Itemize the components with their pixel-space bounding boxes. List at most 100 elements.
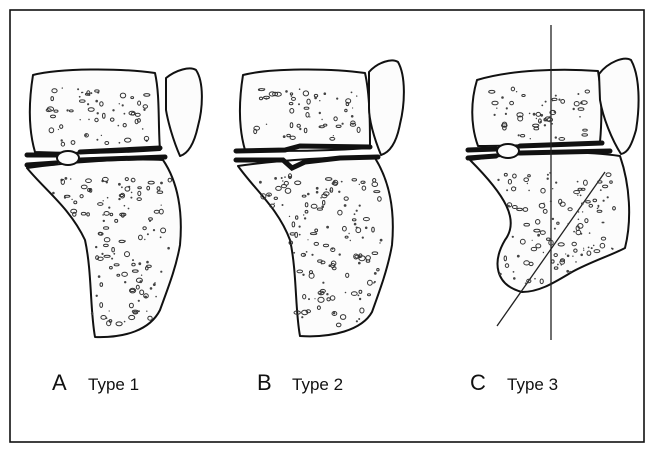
bone-speck bbox=[549, 116, 551, 118]
bone-speck bbox=[58, 129, 59, 130]
bone-speck bbox=[350, 240, 351, 241]
bone-speck bbox=[551, 123, 553, 125]
bone-speck bbox=[506, 107, 508, 109]
bone-speck bbox=[146, 261, 149, 264]
bone-speck bbox=[543, 203, 544, 204]
bone-speck bbox=[142, 128, 144, 130]
bone-speck bbox=[147, 233, 149, 235]
bone-speck bbox=[611, 248, 613, 250]
panel-a-metaphysis bbox=[27, 159, 181, 337]
bone-speck bbox=[284, 176, 286, 178]
bone-speck bbox=[578, 219, 580, 221]
bone-speck bbox=[580, 254, 583, 257]
bone-speck bbox=[499, 273, 502, 276]
bone-speck bbox=[547, 174, 549, 176]
bone-speck bbox=[354, 223, 357, 226]
bone-speck bbox=[356, 210, 358, 212]
bone-speck bbox=[298, 103, 300, 105]
bone-speck bbox=[324, 92, 327, 95]
bone-speck bbox=[289, 216, 290, 217]
bone-speck bbox=[333, 135, 334, 136]
bone-speck bbox=[362, 237, 364, 239]
bone-speck bbox=[549, 172, 551, 174]
bone-speck bbox=[561, 264, 563, 266]
bone-speck bbox=[534, 278, 536, 280]
bone-speck bbox=[575, 261, 577, 263]
bone-speck bbox=[339, 253, 341, 255]
bone-speck bbox=[138, 300, 140, 302]
bone-speck bbox=[299, 88, 301, 90]
bone-speck bbox=[307, 193, 310, 196]
bone-speck bbox=[125, 240, 126, 241]
bone-speck bbox=[497, 179, 499, 181]
bone-speck bbox=[303, 254, 305, 256]
bone-speck bbox=[160, 271, 162, 273]
caption-c-letter: C bbox=[470, 370, 486, 395]
bone-speck bbox=[306, 251, 308, 253]
bone-speck bbox=[299, 226, 301, 228]
bone-speck bbox=[505, 113, 507, 115]
bone-speck bbox=[124, 113, 126, 115]
caption-c: C Type 3 bbox=[470, 370, 558, 395]
bone-speck bbox=[536, 118, 537, 119]
bone-speck bbox=[554, 228, 556, 230]
bone-speck bbox=[558, 99, 560, 101]
bone-speck bbox=[291, 95, 293, 97]
bone-speck bbox=[322, 282, 324, 284]
bone-speck bbox=[282, 180, 283, 181]
bone-speck bbox=[95, 100, 98, 103]
bone-speck bbox=[555, 136, 557, 138]
bone-speck bbox=[319, 100, 320, 101]
bone-speck bbox=[333, 312, 335, 314]
bone-speck bbox=[303, 214, 304, 215]
bone-speck bbox=[600, 189, 602, 191]
bone-speck bbox=[336, 98, 338, 100]
bone-speck bbox=[299, 234, 301, 236]
bone-speck bbox=[527, 183, 528, 184]
bone-speck bbox=[321, 119, 322, 120]
panel-a-adjacent-bone bbox=[166, 68, 202, 156]
bone-speck bbox=[557, 264, 559, 266]
bone-speck bbox=[329, 189, 331, 191]
bone-speck bbox=[354, 213, 356, 215]
bone-speck bbox=[154, 282, 156, 284]
panel-b-epiphysis bbox=[240, 69, 370, 150]
bone-speck bbox=[301, 316, 303, 318]
bone-speck bbox=[325, 188, 327, 190]
bone-speck bbox=[103, 200, 104, 201]
bone-speck bbox=[541, 105, 543, 107]
bone-speck bbox=[121, 186, 123, 188]
bone-speck bbox=[326, 293, 328, 295]
bone-speck bbox=[160, 236, 162, 238]
bone-speck bbox=[506, 189, 508, 191]
bone-speck bbox=[132, 259, 134, 261]
bone-speck bbox=[607, 196, 609, 198]
bone-speck bbox=[603, 200, 605, 202]
bone-speck bbox=[118, 125, 120, 127]
bone-speck bbox=[597, 208, 599, 210]
bone-speck bbox=[583, 250, 584, 251]
bone-speck bbox=[496, 108, 497, 109]
bone-speck bbox=[65, 177, 68, 180]
bone-speck bbox=[153, 229, 155, 231]
bone-speck bbox=[281, 177, 283, 179]
bone-speck bbox=[66, 109, 68, 111]
caption-a-label: Type 1 bbox=[88, 375, 139, 394]
bone-speck bbox=[314, 298, 315, 299]
bone-speck bbox=[537, 234, 540, 237]
bone-speck bbox=[113, 253, 115, 255]
bone-speck bbox=[515, 187, 516, 188]
bone-speck bbox=[550, 200, 552, 202]
bone-speck bbox=[131, 181, 132, 182]
caption-b-letter: B bbox=[257, 370, 272, 395]
panel-b-adjacent-bone bbox=[369, 60, 404, 155]
bone-speck bbox=[309, 116, 310, 117]
panel-a-physis-gap bbox=[57, 151, 79, 165]
bone-speck bbox=[588, 247, 590, 249]
bone-speck bbox=[603, 222, 605, 224]
bone-speck bbox=[566, 270, 569, 273]
bone-speck bbox=[282, 204, 284, 206]
bone-speck bbox=[130, 197, 132, 199]
bone-speck bbox=[155, 296, 157, 298]
bone-speck bbox=[144, 239, 145, 240]
